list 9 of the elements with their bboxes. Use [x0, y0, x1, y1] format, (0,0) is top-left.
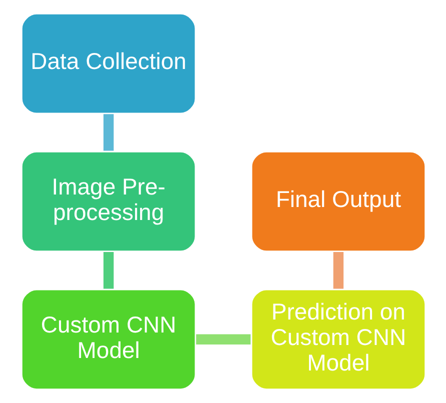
node-box: Image Pre-processing	[19, 150, 197, 254]
connector	[102, 252, 114, 289]
connector	[196, 334, 250, 345]
node-box: Final Output	[249, 150, 427, 254]
connector	[102, 114, 114, 151]
node-box: Custom CNN Model	[19, 288, 197, 392]
connector	[332, 252, 344, 289]
node-box: Prediction on Custom CNN Model	[249, 288, 427, 392]
node-box: Data Collection	[19, 12, 197, 116]
